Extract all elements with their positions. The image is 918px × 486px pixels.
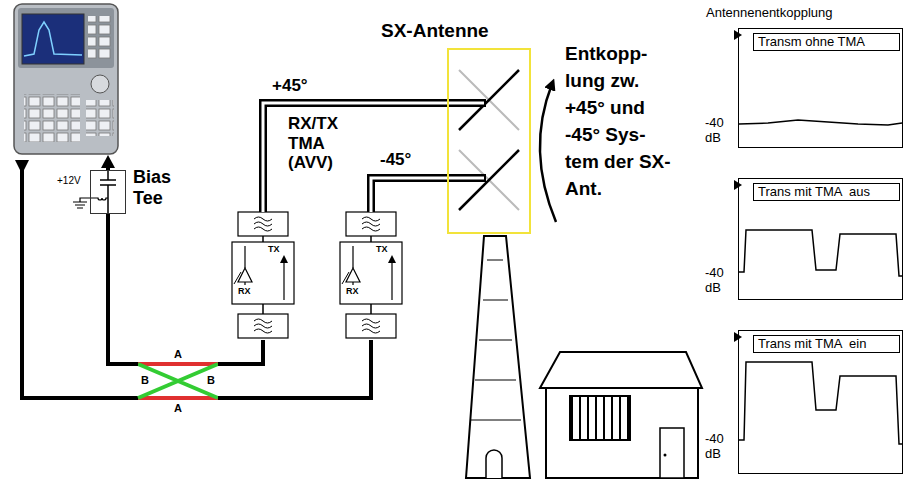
- feed-cable: [218, 340, 371, 398]
- tma-unit: TX RX: [340, 212, 402, 340]
- chart-frame: Trans mit TMA ein-40 dB: [738, 330, 903, 474]
- coax-cable: [371, 178, 447, 212]
- port-label: A: [174, 402, 182, 415]
- chart-frame: Trans mit TMA aus-40 dB: [738, 178, 903, 300]
- port-label: B: [141, 374, 149, 387]
- feed-cable: [218, 340, 263, 364]
- cable-label: +45°: [272, 76, 308, 96]
- antenna-box: SX-Antenne: [447, 48, 531, 234]
- path-label: RX: [238, 286, 251, 296]
- decoupling-note: Entkopp- lung zw. +45° und -45° Sys- tem…: [565, 40, 671, 202]
- tma-unit: TX RX: [232, 212, 294, 340]
- bias-tee-label: Bias Tee: [133, 167, 181, 208]
- bias-tee: +12VBias Tee: [90, 170, 126, 214]
- coax-cable: [263, 103, 447, 212]
- chart-title: Trans mit TMA aus: [753, 183, 900, 201]
- port-label: A: [174, 348, 182, 361]
- axis-label: -40 dB: [705, 115, 735, 145]
- crossover: A B B A: [138, 348, 218, 416]
- feed-cable: [108, 214, 138, 364]
- path-label: RX: [346, 286, 359, 296]
- voltage-label: +12V: [57, 175, 81, 187]
- antenna-title: SX-Antenne: [381, 20, 489, 42]
- path-label: TX: [376, 244, 388, 254]
- chart-title: Trans mit TMA ein: [753, 335, 900, 353]
- cable-label: -45°: [380, 150, 411, 170]
- axis-label: -40 dB: [705, 265, 735, 295]
- axis-label: -40 dB: [705, 431, 735, 461]
- charts-heading: Antennenentkopplung: [706, 6, 833, 21]
- tma-label: RX/TX TMA (AVV): [288, 114, 366, 173]
- chart-title: Transm ohne TMA: [753, 33, 900, 51]
- chart-frame: Transm ohne TMA-40 dB: [738, 28, 903, 148]
- port-label: B: [207, 374, 215, 387]
- path-label: TX: [268, 244, 280, 254]
